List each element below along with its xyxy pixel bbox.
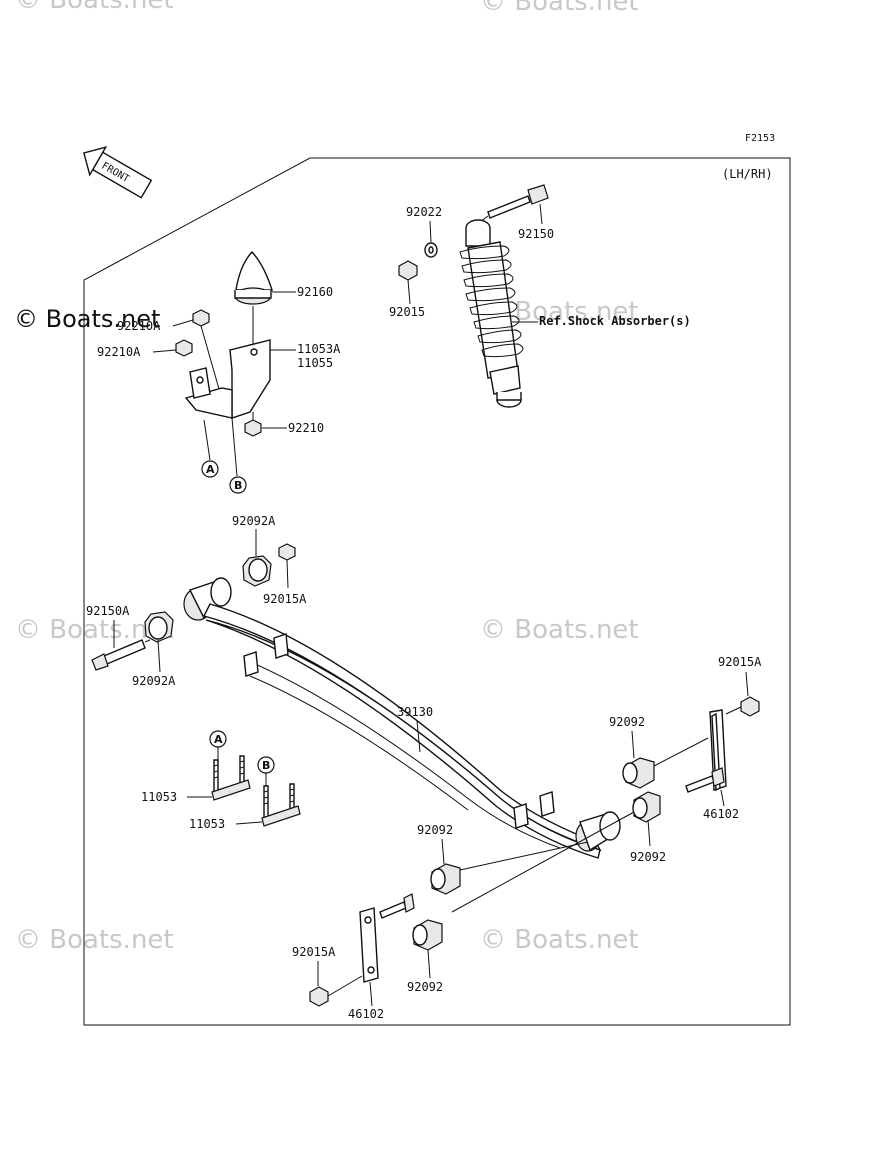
- part-label-92150: 92150: [518, 227, 554, 241]
- shock-absorber: [459, 219, 524, 408]
- part-label-46102: 46102: [348, 1007, 384, 1021]
- nut-92015A-right: [740, 696, 760, 717]
- part-label-39130: 39130: [397, 705, 433, 719]
- part-label-92092: 92092: [417, 823, 453, 837]
- bolt-92150: [487, 184, 549, 219]
- svg-text:A: A: [214, 733, 223, 746]
- watermark: © Boats.net: [480, 925, 639, 955]
- nut-92210A-upper: [192, 309, 210, 327]
- callout-b-lower: B: [257, 756, 275, 774]
- watermark: © Boats.net: [480, 0, 639, 17]
- ref-shock-absorber-label: Ref.Shock Absorber(s): [539, 314, 691, 328]
- part-label-92015: 92015: [389, 305, 425, 319]
- bracket-11055: [184, 339, 271, 419]
- bolt-right: [685, 767, 725, 793]
- bushing-92092A-lower: [144, 611, 174, 643]
- nut-92210: [244, 419, 262, 437]
- bushing-92092-right-lower: [632, 791, 661, 823]
- nut-92210A-lower: [175, 339, 193, 357]
- nut-92015A-upper: [278, 543, 296, 561]
- part-label-92015A: 92015A: [263, 592, 307, 606]
- bushing-92092-lower-lower: [412, 919, 443, 951]
- svg-text:B: B: [234, 479, 242, 492]
- bolt-lower: [379, 893, 415, 919]
- part-label-92150A: 92150A: [86, 604, 130, 618]
- watermark: © Boats.net: [15, 925, 174, 955]
- part-label-92022: 92022: [406, 205, 442, 219]
- part-label-92210A: 92210A: [117, 319, 161, 333]
- part-label-92210A: 92210A: [97, 345, 141, 359]
- watermarks: © Boats.net © Boats.net © Boats.net © Bo…: [15, 0, 639, 955]
- part-label-92092A: 92092A: [232, 514, 276, 528]
- part-label-92015A: 92015A: [718, 655, 762, 669]
- part-label-92015A: 92015A: [292, 945, 336, 959]
- svg-text:B: B: [262, 759, 270, 772]
- side-note: (LH/RH): [722, 167, 773, 181]
- part-label-92092: 92092: [630, 850, 666, 864]
- part-label-11053: 11053: [141, 790, 177, 804]
- part-label-11053A: 11053A: [297, 342, 341, 356]
- callout-b: B: [229, 476, 247, 494]
- part-label-46102: 46102: [703, 807, 739, 821]
- washer-92022: [424, 242, 438, 258]
- part-label-92092: 92092: [609, 715, 645, 729]
- watermark: © Boats.net: [480, 615, 639, 645]
- callout-a: A: [201, 460, 219, 478]
- u-bolt-11053-a: [211, 755, 251, 801]
- part-label-11055: 11055: [297, 356, 333, 370]
- callout-a-lower: A: [209, 730, 227, 748]
- bushing-92092-lower-upper: [430, 863, 461, 895]
- bushing-92092A-upper: [242, 555, 272, 587]
- part-label-11053: 11053: [189, 817, 225, 831]
- u-bolt-11053-b: [261, 783, 301, 827]
- watermark: © Boats.net: [15, 0, 174, 15]
- front-arrow: FRONT: [83, 146, 153, 199]
- bolt-92150A: [91, 639, 146, 671]
- figure-code: F2153: [745, 133, 775, 144]
- shackle-plate-46102-lower: [359, 907, 379, 983]
- part-label-92092A: 92092A: [132, 674, 176, 688]
- part-label-92160: 92160: [297, 285, 333, 299]
- bushing-92092-right-upper: [622, 757, 655, 789]
- bump-stop-92160: [234, 250, 273, 305]
- nut-92015A-lower: [309, 986, 329, 1007]
- diagram-frame: [83, 157, 791, 1026]
- part-label-92092: 92092: [407, 980, 443, 994]
- brand-watermark: © Boats.net: [14, 305, 160, 333]
- part-label-92210: 92210: [288, 421, 324, 435]
- nut-92015: [398, 260, 418, 281]
- svg-text:A: A: [206, 463, 215, 476]
